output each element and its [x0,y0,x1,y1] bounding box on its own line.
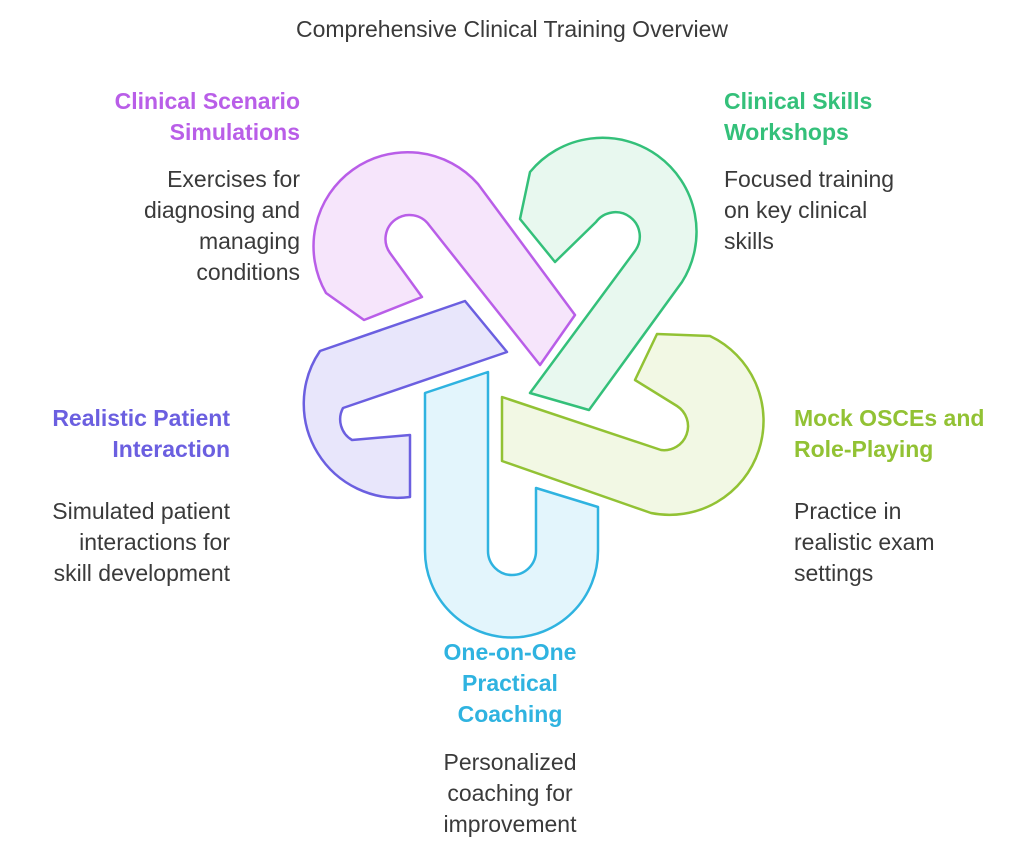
patient-description: Simulated patient interactions for skill… [20,496,230,589]
skills-desc-line: skills [724,228,774,254]
coaching-desc-line: Personalized [443,749,577,775]
skills-desc-line: on key clinical [724,197,868,223]
osce-description: Practice in realistic exam settings [794,496,1014,589]
patient-desc-line: interactions for [79,529,230,555]
skills-desc-line: Focused training [724,166,895,192]
scenario-heading-line: Simulations [169,119,300,145]
skills-description: Focused training on key clinical skills [724,164,1004,257]
coaching-description: Personalized coaching for improvement [380,747,640,840]
patient-desc-line: Simulated patient [52,498,230,524]
coaching-desc-line: improvement [443,811,577,837]
osce-loop-shape [500,332,765,517]
osce-heading-line: Role-Playing [794,436,934,462]
scenario-desc-line: managing [198,228,300,254]
osce-desc-line: settings [794,560,874,586]
coaching-desc-line: coaching for [447,780,573,806]
patient-heading-line: Realistic Patient [52,405,230,431]
skills-heading-line: Workshops [724,119,849,145]
coaching-heading-line: Coaching [457,701,563,727]
scenario-desc-line: diagnosing and [143,197,300,223]
osce-desc-line: realistic exam [794,529,935,555]
osce-heading: Mock OSCEs and Role-Playing [794,403,1014,465]
patient-desc-line: skill development [53,560,230,586]
patient-heading-line: Interaction [112,436,230,462]
osce-block: Mock OSCEs and Role-Playing Practice in … [794,403,1014,589]
patient-heading: Realistic Patient Interaction [20,403,230,465]
scenario-heading: Clinical Scenario Simulations [40,86,300,148]
scenario-loop-shape [312,150,577,367]
coaching-heading-line: Practical [462,670,558,696]
coaching-block: One-on-One Practical Coaching Personaliz… [380,637,640,840]
scenario-desc-line: conditions [196,259,300,285]
patient-block: Realistic Patient Interaction Simulated … [20,403,230,589]
osce-desc-line: Practice in [794,498,902,524]
coaching-heading: One-on-One Practical Coaching [380,637,640,730]
osce-heading-line: Mock OSCEs and [794,405,985,431]
coaching-heading-line: One-on-One [443,639,577,665]
scenario-heading-line: Clinical Scenario [114,88,300,114]
scenario-desc-line: Exercises for [167,166,300,192]
scenario-block: Clinical Scenario Simulations Exercises … [40,86,300,288]
skills-heading-line: Clinical Skills [724,88,873,114]
scenario-description: Exercises for diagnosing and managing co… [40,164,300,288]
skills-block: Clinical Skills Workshops Focused traini… [724,86,1004,257]
diagram-title: Comprehensive Clinical Training Overview [295,16,729,42]
skills-heading: Clinical Skills Workshops [724,86,1004,148]
patient-loop-shape [302,299,509,499]
skills-loop-shape [518,136,698,412]
coaching-loop-shape [423,370,600,639]
